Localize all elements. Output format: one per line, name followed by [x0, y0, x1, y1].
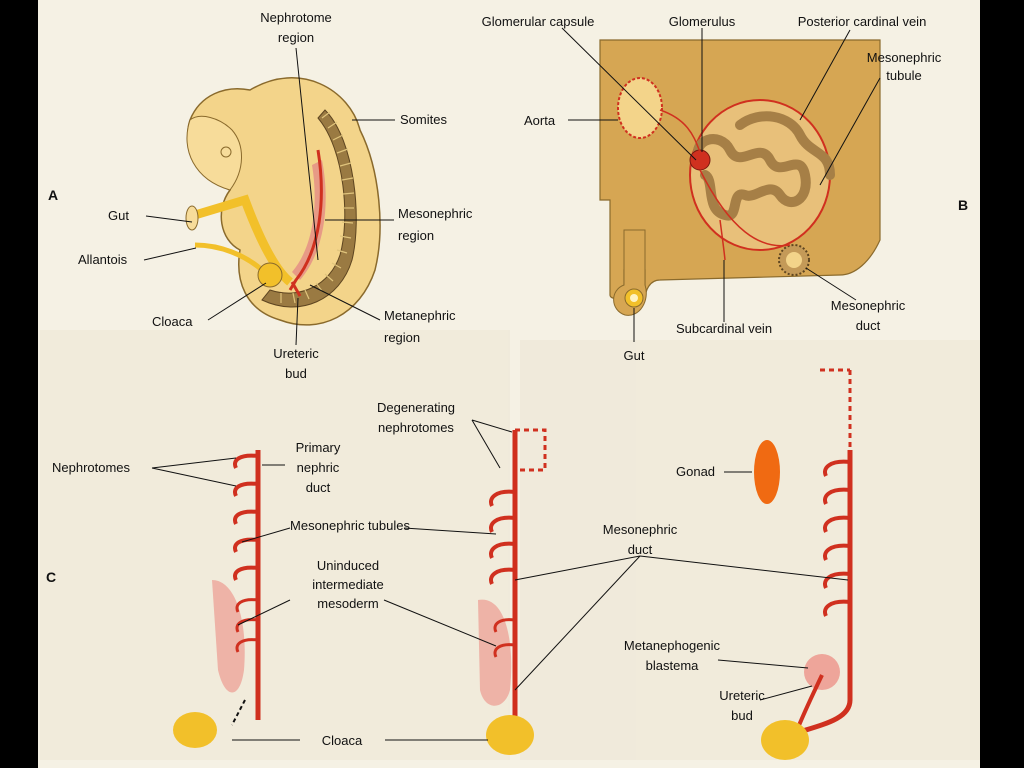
- stage-3-metanephros: [754, 368, 853, 760]
- allantois: [194, 242, 264, 272]
- label-cloaca-c: Cloaca: [322, 733, 363, 748]
- label-ureteric-bud-a-2: bud: [285, 366, 307, 381]
- mesonephric-tubule-coil: [693, 134, 811, 221]
- tubules-stage-2: [489, 489, 516, 585]
- label-ureteric-bud-c-2: bud: [731, 708, 753, 723]
- stage-2-mesonephros: [478, 428, 547, 755]
- gonad: [754, 440, 780, 504]
- panel-letter-b: B: [958, 197, 968, 213]
- panel-letter-a: A: [48, 187, 58, 203]
- label-mesonephric-tubule-2: tubule: [886, 68, 921, 83]
- label-aorta: Aorta: [524, 113, 556, 128]
- somite-ticks: [280, 111, 355, 304]
- stage-1-pronephros: [173, 450, 261, 748]
- mesonephric-tubule-coil-2: [735, 111, 835, 180]
- panel-c-progression: Degenerating nephrotomes Nephrotomes Pri…: [46, 368, 853, 760]
- label-subcardinal-vein: Subcardinal vein: [676, 321, 772, 336]
- degenerating-dashes: [515, 428, 547, 472]
- label-metanephogenic-blastema-2: blastema: [646, 658, 700, 673]
- cloaca-stage-3: [761, 720, 809, 760]
- mesonephric-region: [292, 160, 326, 280]
- label-primary-nephric-duct-2: nephric: [297, 460, 340, 475]
- label-primary-nephric-duct-1: Primary: [296, 440, 341, 455]
- diagram-page: Nephrotome region Somites A Gut Allantoi…: [38, 0, 980, 768]
- label-ureteric-bud-a-1: Ureteric: [273, 346, 319, 361]
- glomerulus: [689, 149, 711, 171]
- panel-letter-c: C: [46, 569, 56, 585]
- ureteric-bud-a: [290, 281, 302, 297]
- cloaca-a: [257, 262, 283, 288]
- cloaca-stage-2: [486, 715, 534, 755]
- panel-a-leaders: [143, 47, 395, 346]
- gut-opening: [185, 205, 199, 231]
- label-primary-nephric-duct-3: duct: [306, 480, 331, 495]
- eye-spot: [220, 146, 232, 158]
- label-nephrotome-region-2: region: [278, 30, 314, 45]
- tubules-stage-1: [235, 598, 259, 653]
- label-glomerular-capsule: Glomerular capsule: [482, 14, 595, 29]
- label-degenerating-nephrotomes-1: Degenerating: [377, 400, 455, 415]
- vessels: [659, 109, 791, 261]
- gut-tube: [193, 194, 294, 286]
- embryo-head: [186, 115, 242, 191]
- nephrotomes-stage-1: [233, 453, 259, 581]
- label-nephrotome-region-1: Nephrotome: [260, 10, 332, 25]
- label-cloaca-a: Cloaca: [152, 314, 193, 329]
- label-somites: Somites: [400, 112, 447, 127]
- nephric-duct-a: [288, 149, 323, 291]
- label-metanephric-region-1: Metanephric: [384, 308, 456, 323]
- label-mesonephric-region-2: region: [398, 228, 434, 243]
- label-metanephogenic-blastema-1: Metanephogenic: [624, 638, 721, 653]
- panel-a-embryo: Nephrotome region Somites A Gut Allantoi…: [48, 10, 473, 381]
- panel-b-leaders: [561, 27, 881, 342]
- label-degenerating-nephrotomes-2: nephrotomes: [378, 420, 454, 435]
- label-gut-b: Gut: [624, 348, 645, 363]
- panel-b-cross-section: Glomerular capsule Glomerulus Posterior …: [482, 14, 968, 363]
- label-mesonephric-tubules: Mesonephric tubules: [290, 518, 410, 533]
- faint-background-text: [40, 330, 980, 760]
- label-uninduced-3: mesoderm: [317, 596, 378, 611]
- label-gonad: Gonad: [676, 464, 715, 479]
- ureteric-hint-1: [231, 699, 246, 726]
- label-mesonephric-region-1: Mesonephric: [398, 206, 473, 221]
- mesonephric-duct-b-lumen: [786, 252, 802, 268]
- degenerating-dashes-3: [820, 368, 852, 450]
- tubules-stage-2b: [493, 618, 516, 658]
- tubules-stage-3: [823, 459, 851, 617]
- label-allantois: Allantois: [78, 252, 128, 267]
- cloaca-stage-1: [173, 712, 217, 748]
- label-mesonephric-tubule-1: Mesonephric: [867, 50, 942, 65]
- label-mesonephric-duct-c-1: Mesonephric: [603, 522, 678, 537]
- label-posterior-cardinal-vein: Posterior cardinal vein: [798, 14, 927, 29]
- panel-c-leaders: [151, 419, 849, 741]
- label-gut-a: Gut: [108, 208, 129, 223]
- label-mesonephric-duct-b-1: Mesonephric: [831, 298, 906, 313]
- aorta: [617, 77, 663, 139]
- label-mesonephric-duct-b-2: duct: [856, 318, 881, 333]
- label-glomerulus: Glomerulus: [669, 14, 736, 29]
- label-nephrotomes: Nephrotomes: [52, 460, 131, 475]
- label-mesonephric-duct-c-2: duct: [628, 542, 653, 557]
- label-metanephric-region-2: region: [384, 330, 420, 345]
- gut-lumen-b-inner: [630, 294, 638, 302]
- label-uninduced-2: intermediate: [312, 577, 384, 592]
- label-uninduced-1: Uninduced: [317, 558, 379, 573]
- metanephogenic-blastema: [804, 654, 840, 690]
- left-black-border: [0, 0, 38, 768]
- label-ureteric-bud-c-1: Ureteric: [719, 688, 765, 703]
- right-black-border: [980, 0, 1024, 768]
- kidney-development-diagram: Nephrotome region Somites A Gut Allantoi…: [40, 10, 980, 760]
- somites-band: [261, 109, 357, 308]
